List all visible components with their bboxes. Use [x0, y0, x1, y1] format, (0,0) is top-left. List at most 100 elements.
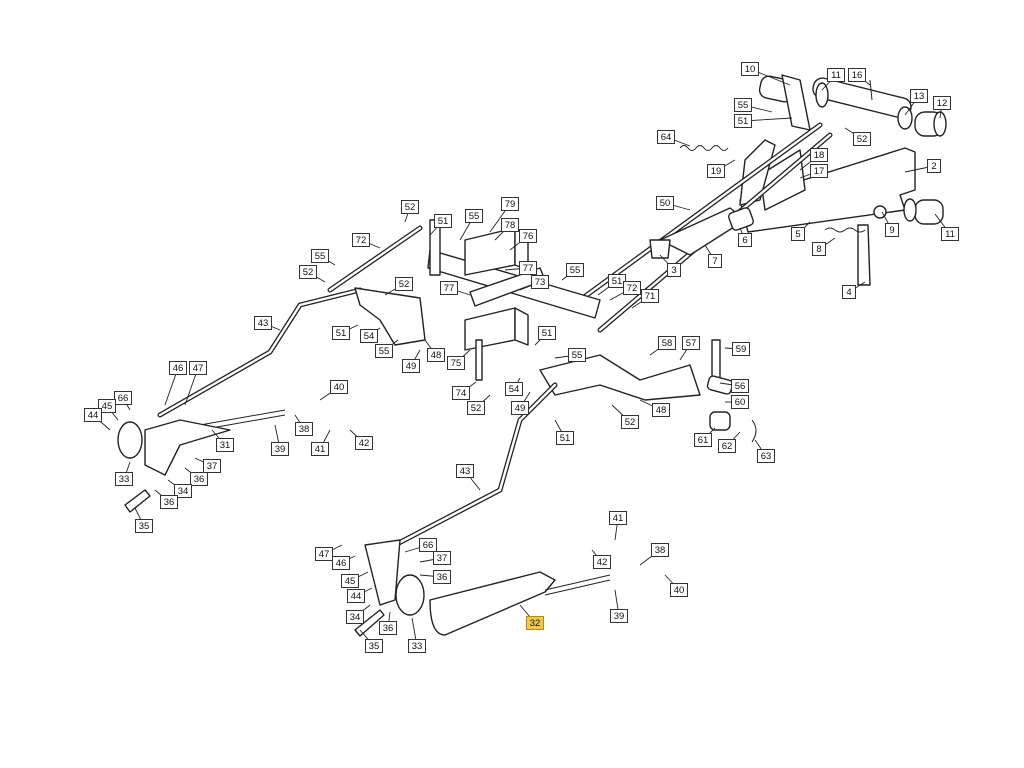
callout-number: 52: [303, 267, 314, 278]
callout-number: 39: [275, 444, 286, 455]
callout-number: 44: [88, 410, 99, 421]
callout-c40b: 40: [664, 574, 688, 597]
callout-box: [114, 391, 132, 405]
callout-box: [910, 89, 928, 103]
callout-number: 47: [193, 363, 204, 374]
callout-box: [115, 472, 133, 486]
callout-c43a: 43: [254, 316, 281, 331]
callout-box: [927, 159, 941, 173]
callout-number: 42: [597, 557, 608, 568]
callout-number: 34: [350, 612, 361, 623]
lower-linkage: [354, 382, 611, 637]
callout-number: 72: [627, 283, 638, 294]
callout-number: 64: [661, 132, 672, 143]
callout-number: 52: [857, 134, 868, 145]
callout-c42a: 42: [349, 429, 373, 450]
callout-box: [658, 336, 676, 350]
callout-c11b: 11: [934, 213, 959, 241]
callout-number: 44: [351, 591, 362, 602]
callout-number: 51: [612, 276, 623, 287]
callout-number: 55: [570, 265, 581, 276]
callout-c31: 31: [211, 429, 234, 452]
callout-c37a: 37: [194, 457, 221, 473]
callout-box: [447, 356, 465, 370]
callout-box: [694, 433, 712, 447]
callout-number: 66: [118, 393, 129, 404]
callout-c36a: 36: [184, 467, 208, 486]
callout-c42b: 42: [591, 549, 611, 569]
callout-number: 36: [383, 623, 394, 634]
callout-number: 57: [686, 338, 697, 349]
callout-box: [352, 233, 370, 247]
callout-c52c: 52: [299, 265, 326, 283]
callout-c77b: 77: [440, 281, 471, 296]
callout-c9: 9: [881, 211, 899, 237]
callout-number: 35: [139, 521, 150, 532]
callout-c55c: 55: [311, 249, 336, 266]
callout-c76: 76: [509, 229, 537, 251]
callout-c34a: 34: [167, 479, 192, 498]
callout-c35b: 35: [359, 629, 383, 653]
callout-c64: 64: [657, 130, 691, 147]
callout-number: 63: [761, 451, 772, 462]
callout-c50: 50: [656, 196, 691, 211]
callout-c12: 12: [933, 96, 951, 119]
callout-c33b: 33: [408, 617, 426, 653]
callout-box: [456, 464, 474, 478]
callout-number: 55: [572, 350, 583, 361]
callout-c46b: 46: [332, 555, 356, 570]
callout-box: [651, 543, 669, 557]
callout-box: [566, 263, 584, 277]
callout-number: 39: [614, 611, 625, 622]
callout-number: 49: [406, 361, 417, 372]
callout-box: [365, 639, 383, 653]
callout-number: 33: [412, 641, 423, 652]
callout-box: [519, 261, 537, 275]
callout-number: 56: [735, 381, 746, 392]
callout-c74: 74: [452, 381, 477, 400]
callout-c35a: 35: [134, 507, 153, 533]
callout-box: [738, 233, 752, 247]
callout-number: 33: [119, 474, 130, 485]
callout-number: 11: [945, 229, 955, 240]
callout-box: [734, 98, 752, 112]
callout-number: 73: [535, 277, 546, 288]
callout-number: 19: [711, 166, 722, 177]
callout-c17: 17: [799, 164, 828, 179]
callout-number: 46: [173, 363, 184, 374]
callout-box: [718, 439, 736, 453]
callout-number: 17: [814, 166, 825, 177]
callout-number: 37: [437, 553, 448, 564]
callout-number: 54: [509, 384, 520, 395]
callout-box: [346, 610, 364, 624]
callout-box: [452, 386, 470, 400]
callout-c71: 71: [631, 289, 659, 309]
callout-number: 51: [738, 116, 749, 127]
callout-c6: 6: [738, 227, 752, 247]
callout-box: [169, 361, 187, 375]
callout-box: [311, 249, 329, 263]
callout-number: 77: [523, 263, 534, 274]
callout-c78: 78: [494, 218, 519, 241]
callout-c45a: 45: [98, 399, 119, 421]
callout-number: 58: [662, 338, 673, 349]
callout-number: 52: [399, 279, 410, 290]
callout-c41a: 41: [311, 429, 331, 456]
callout-box: [401, 200, 419, 214]
callout-box: [812, 242, 826, 256]
callout-number: 11: [831, 70, 841, 81]
callout-number: 32: [530, 618, 541, 629]
callout-c2: 2: [904, 159, 941, 173]
callout-c61: 61: [694, 427, 716, 447]
callout-c54b: 54: [505, 377, 523, 396]
callout-box: [641, 289, 659, 303]
callout-c57: 57: [679, 336, 700, 361]
callout-c77a: 77: [504, 261, 537, 275]
callout-box: [419, 538, 437, 552]
callout-box: [731, 395, 749, 409]
callout-box: [190, 472, 208, 486]
left-linkage: [117, 287, 426, 513]
callout-box: [330, 380, 348, 394]
callout-c40a: 40: [319, 380, 348, 401]
